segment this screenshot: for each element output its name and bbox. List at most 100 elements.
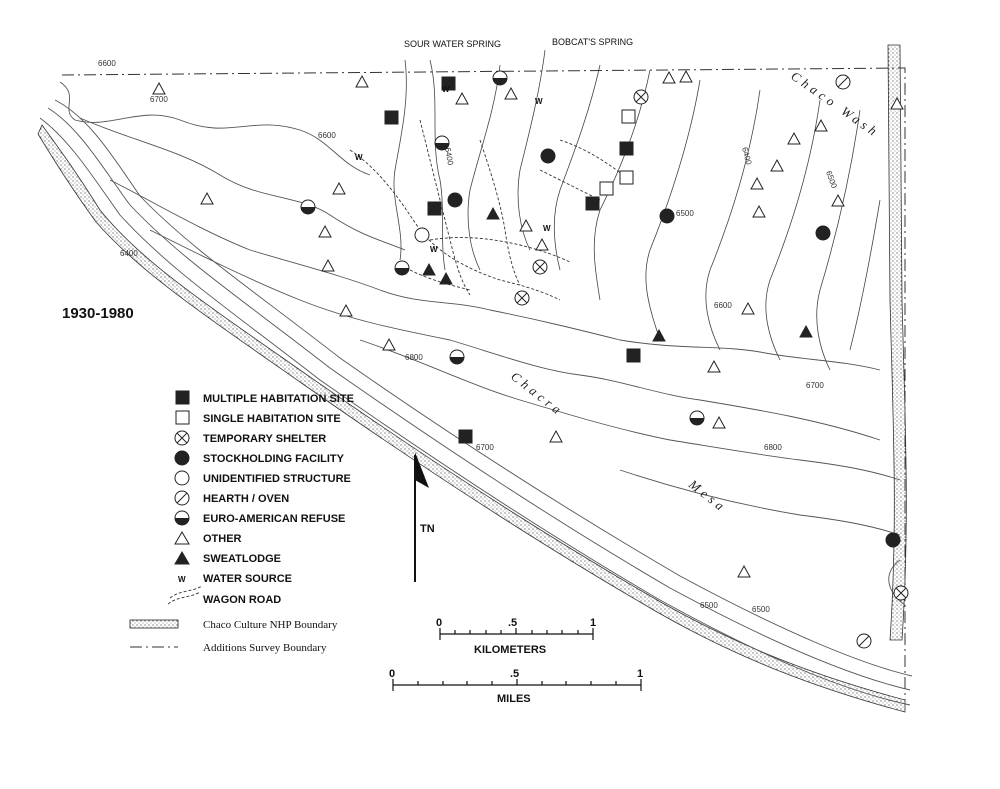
contour-lines <box>59 81 906 606</box>
temporary-shelter-marker <box>633 89 649 105</box>
north-arrow-head <box>415 452 429 488</box>
water-source-marker: W <box>442 85 450 94</box>
other-site-marker <box>152 81 166 95</box>
legend-label: MULTIPLE HABITATION SITE <box>203 393 354 405</box>
contour-label: 6400 <box>740 146 753 166</box>
scale-mi-tick: 0 <box>389 668 395 680</box>
period-title: 1930-1980 <box>62 305 134 322</box>
legend-label: EURO-AMERICAN REFUSE <box>203 513 345 525</box>
other-site-marker <box>770 158 784 172</box>
multiple-habitation-site-marker <box>626 348 641 363</box>
other-site-marker <box>814 118 828 132</box>
single-habitation-site-marker <box>621 109 636 124</box>
multiple-habitation-site-marker <box>384 110 399 125</box>
other-site-marker <box>455 91 469 105</box>
stockholding-facility-marker <box>885 532 901 548</box>
temporary-shelter-marker <box>514 290 530 306</box>
legend-symbol-triangle-open <box>174 531 190 545</box>
other-site-marker <box>712 415 726 429</box>
stockholding-facility-marker <box>447 192 463 208</box>
legend-label: TEMPORARY SHELTER <box>203 433 326 445</box>
park-boundary-strip <box>37 124 906 713</box>
north-arrow: TN <box>414 452 435 582</box>
contour-label: 6500 <box>824 170 839 190</box>
temporary-shelter-marker <box>893 585 909 601</box>
other-site-markers <box>152 69 904 578</box>
stockholding-facility-marker <box>815 225 831 241</box>
water-source-marker: W <box>430 245 438 254</box>
multiple-habitation-site-marker <box>441 76 456 91</box>
multiple-habitation-site-marker <box>458 429 473 444</box>
other-site-marker <box>321 258 335 272</box>
scale-mi-unit: MILES <box>497 693 531 705</box>
legend-symbol-circle-half <box>174 510 190 526</box>
multiple-habitation-site-marker <box>585 196 600 211</box>
single-habitation-site-marker <box>599 181 614 196</box>
other-site-marker <box>787 131 801 145</box>
euro-american-refuse-marker <box>434 135 450 151</box>
water-source-marker: W <box>543 224 551 233</box>
other-site-marker <box>200 191 214 205</box>
hearth-oven-marker <box>856 633 872 649</box>
site-symbols: W W W W W <box>152 69 909 649</box>
temporary-shelter-marker <box>532 259 548 275</box>
sour-water-spring-label: SOUR WATER SPRING <box>404 39 501 49</box>
sweatlodge-marker <box>486 206 500 220</box>
contour-label: 6400 <box>443 147 455 167</box>
other-site-marker <box>318 224 332 238</box>
legend-label: HEARTH / OVEN <box>203 493 289 505</box>
legend-symbol-park-boundary <box>129 619 179 629</box>
other-site-marker <box>549 429 563 443</box>
contour-label: 6400 <box>120 249 138 258</box>
contour-label: 6600 <box>318 131 336 140</box>
legend-symbol-triangle-filled <box>174 551 190 565</box>
scale-km-tick: .5 <box>508 617 517 629</box>
other-site-marker <box>707 359 721 373</box>
other-site-marker <box>890 96 904 110</box>
sweatlodge-marker <box>799 324 813 338</box>
contour-label: 6700 <box>150 95 168 104</box>
bobcat-spring-label: BOBCAT'S SPRING <box>552 37 633 47</box>
contour-label: 6600 <box>714 301 732 310</box>
euro-american-refuse-marker <box>689 410 705 426</box>
contour-label: 6700 <box>476 443 494 452</box>
contour-label: 6500 <box>752 605 770 614</box>
north-arrow-label: TN <box>420 523 435 535</box>
legend-label: Chaco Culture NHP Boundary <box>203 619 338 631</box>
legend-label: Additions Survey Boundary <box>203 642 327 654</box>
sweatlodge-marker <box>422 262 436 276</box>
other-site-marker <box>737 564 751 578</box>
contour-label: 6800 <box>764 443 782 452</box>
hearth-oven-marker <box>835 74 851 90</box>
scale-km-unit: KILOMETERS <box>474 644 546 656</box>
contour-label: 6500 <box>676 209 694 218</box>
euro-american-refuse-marker <box>449 349 465 365</box>
other-site-marker <box>504 86 518 100</box>
chaco-wash-label: Chaco Wash <box>788 68 883 140</box>
other-site-marker <box>662 70 676 84</box>
other-site-marker <box>332 181 346 195</box>
euro-american-refuse-marker <box>492 70 508 86</box>
legend-label: WAGON ROAD <box>203 594 281 606</box>
other-site-marker <box>535 237 549 251</box>
legend-symbol-circle-filled <box>174 450 190 466</box>
mesa-rim-lines <box>39 99 913 706</box>
scale-km-tick: 0 <box>436 617 442 629</box>
legend-label: SWEATLODGE <box>203 553 281 565</box>
other-site-marker <box>741 301 755 315</box>
scale-bar-kilometers: 0 .5 1 KILOMETERS <box>436 617 596 656</box>
euro-american-refuse-marker <box>394 260 410 276</box>
contour-label: 6700 <box>806 381 824 390</box>
stockholding-facility-marker <box>659 208 675 224</box>
legend-label: SINGLE HABITATION SITE <box>203 413 341 425</box>
drainage-lines <box>393 49 881 371</box>
water-source-marker: W <box>535 97 543 106</box>
legend-symbol-square-filled <box>175 390 190 405</box>
euro-american-refuse-marker <box>300 199 316 215</box>
other-site-marker <box>679 69 693 83</box>
legend-symbol-water: W <box>178 575 186 584</box>
chacra-label: Chacra <box>508 369 567 420</box>
park-boundary-strip-east <box>887 44 907 641</box>
legend: W MULTIPLE HABITATION SITE SINGLE HABITA… <box>129 390 354 654</box>
legend-symbol-circle-slash <box>174 490 190 506</box>
